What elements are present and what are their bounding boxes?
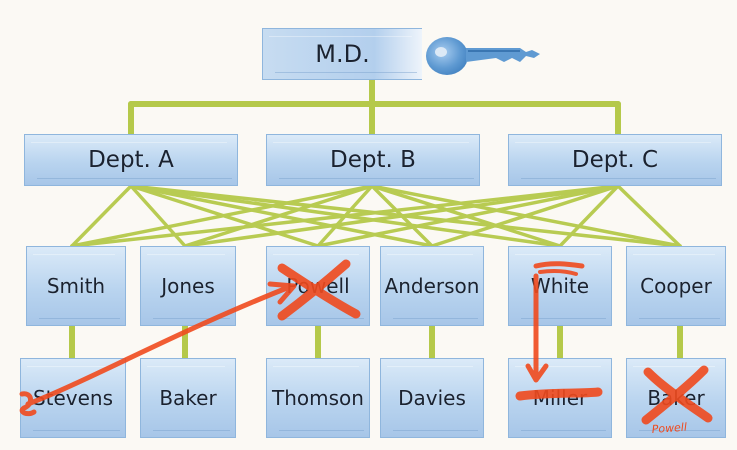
handwritten-note: Powell <box>651 421 687 436</box>
person-box-smith: Smith <box>26 246 126 326</box>
person-box-baker: Baker <box>140 358 236 438</box>
dept-c-label: Dept. C <box>571 147 659 173</box>
strike-white-2 <box>538 268 578 276</box>
scribble-stevens <box>19 391 37 417</box>
person-box-white: White <box>508 246 612 326</box>
person-label: Anderson <box>384 274 480 298</box>
md-label: M.D. <box>315 40 370 68</box>
person-box-davies: Davies <box>380 358 484 438</box>
matrix-line-b-1 <box>70 184 374 248</box>
matrix-line-c-3 <box>316 184 620 248</box>
person-label: Davies <box>398 386 466 410</box>
person-label: White <box>530 274 590 298</box>
matrix-line-c-5 <box>558 184 620 248</box>
matrix-line-c-4 <box>430 184 620 248</box>
person-box-cooper: Cooper <box>626 246 726 326</box>
matrix-line-c-2 <box>183 184 620 248</box>
move-arrow-head <box>267 281 297 305</box>
move-arrow-white-head <box>525 363 549 383</box>
person-label: Thomson <box>272 386 364 410</box>
dept-b-label: Dept. B <box>330 147 416 173</box>
person-box-jones: Jones <box>140 246 236 326</box>
strike-x-powell-2 <box>277 259 351 321</box>
person-label: Cooper <box>640 274 712 298</box>
person-box-thomson: Thomson <box>266 358 370 438</box>
person-label: Smith <box>46 274 106 298</box>
dept-a-box: Dept. A <box>24 134 238 186</box>
matrix-line-b-2 <box>183 184 374 248</box>
person-label: Jones <box>161 274 215 298</box>
dept-a-label: Dept. A <box>88 147 174 173</box>
matrix-line-a-1 <box>70 184 133 248</box>
dept-c-box: Dept. C <box>508 134 722 186</box>
move-arrow-stevens <box>25 283 295 407</box>
md-box: M.D. <box>262 28 422 80</box>
person-label: Baker <box>159 386 217 410</box>
matrix-line-c-6 <box>616 184 682 248</box>
strike-miller <box>515 387 603 401</box>
dept-b-box: Dept. B <box>266 134 480 186</box>
person-box-anderson: Anderson <box>380 246 484 326</box>
strike-x-baker-2 <box>641 365 709 425</box>
strike-white <box>533 261 585 269</box>
matrix-line-c-1 <box>70 184 620 248</box>
